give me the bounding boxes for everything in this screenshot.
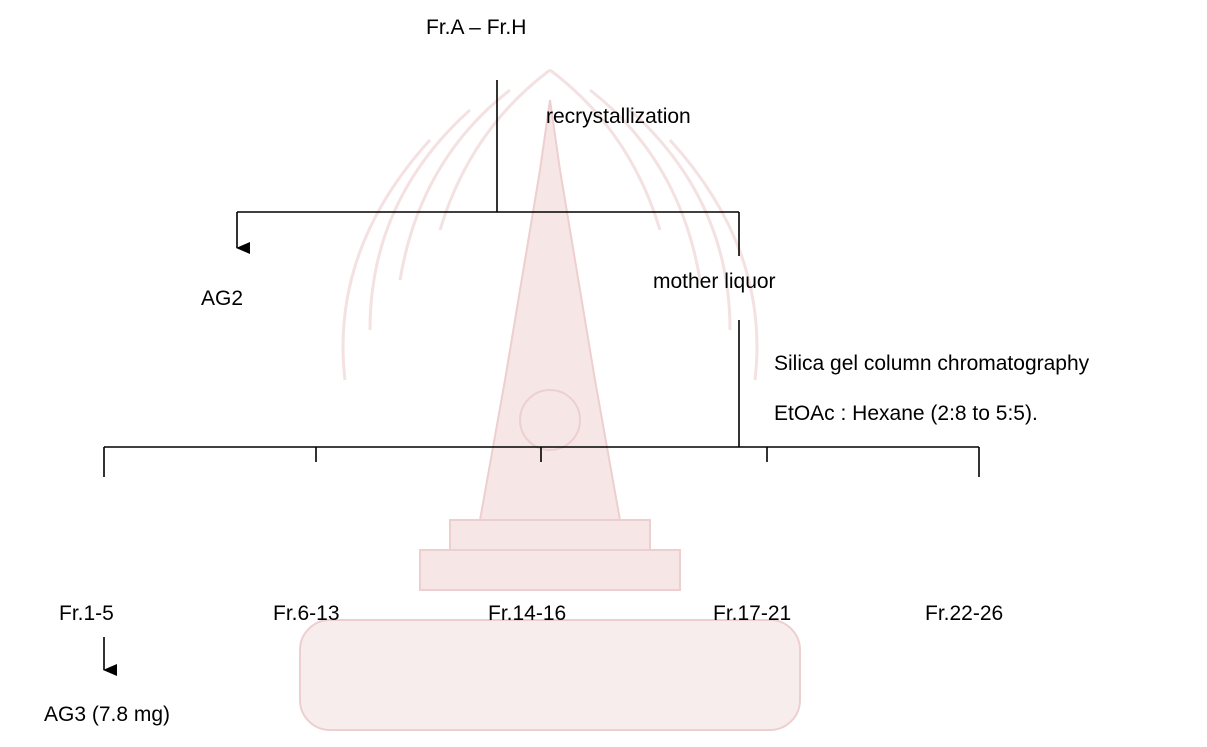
node-fr-22-26: Fr.22-26 [925,602,1004,625]
step-recrystallization: recrystallization [546,105,691,128]
node-ag3: AG3 (7.8 mg) [44,703,170,727]
node-mother-liquor: mother liquor [653,270,776,293]
node-fr-6-13: Fr.6-13 [273,602,340,625]
ag3-amount: (7.8 mg) [86,703,171,726]
node-ag2: AG2 [201,287,244,310]
node-fr-14-16: Fr.14-16 [488,602,567,625]
ag3-name: AG3 [44,703,87,726]
node-fr-1-5: Fr.1-5 [59,602,114,625]
node-fr-17-21: Fr.17-21 [713,602,792,625]
step-solvent: EtOAc : Hexane (2:8 to 5:5). [774,402,1038,425]
step-chromatography: Silica gel column chromatography [774,352,1090,375]
node-start: Fr.A – Fr.H [426,16,527,39]
